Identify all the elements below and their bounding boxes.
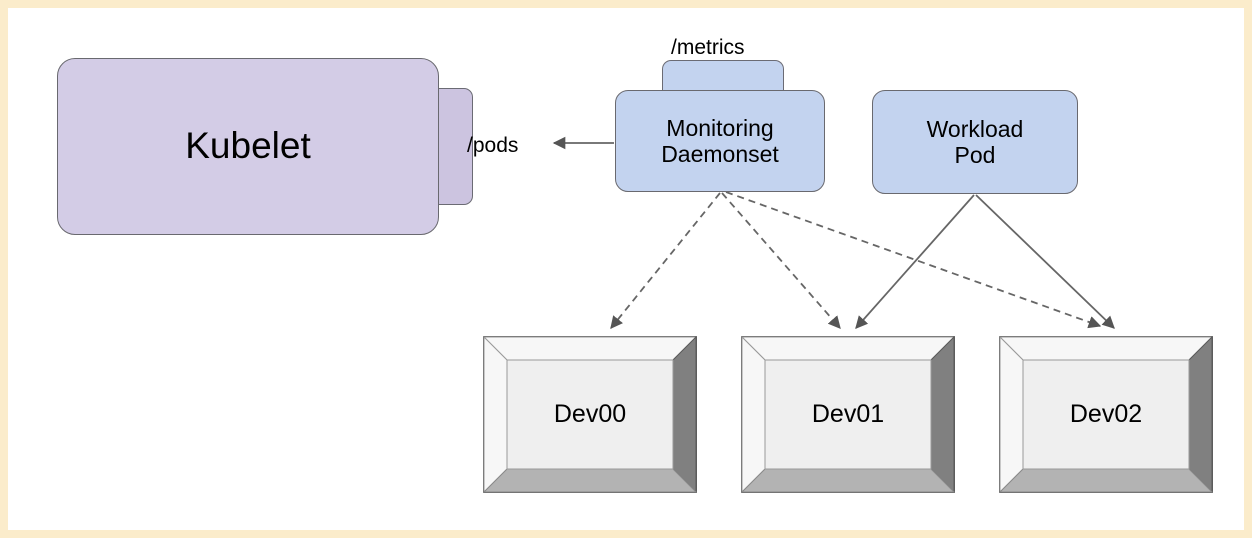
edge-workload-to-dev02 bbox=[975, 194, 1115, 329]
kubelet-label: Kubelet bbox=[185, 125, 311, 167]
edge-daemonset-to-dev01 bbox=[721, 192, 841, 329]
dev01-label: Dev01 bbox=[811, 400, 885, 428]
dev02-label: Dev02 bbox=[1069, 400, 1143, 428]
monitoring-daemonset-label-line1: Monitoring bbox=[666, 114, 774, 141]
dev01-bevel-frame bbox=[741, 336, 955, 493]
monitoring-daemonset-label-line2: Daemonset bbox=[661, 141, 779, 167]
pods-port-label: /pods bbox=[467, 134, 519, 157]
monitoring-daemonset-node[interactable]: Monitoring Daemonset bbox=[615, 90, 825, 192]
dev02-bevel-frame bbox=[999, 336, 1213, 493]
metrics-port-label: /metrics bbox=[671, 36, 745, 59]
workload-pod-label-line1: Workload bbox=[926, 115, 1024, 142]
edge-daemonset-to-dev00 bbox=[610, 192, 721, 329]
edge-daemonset-to-dev02 bbox=[725, 191, 1102, 329]
device-node-dev02[interactable]: Dev02 bbox=[999, 336, 1213, 493]
device-node-dev01[interactable]: Dev01 bbox=[741, 336, 955, 493]
device-node-dev00[interactable]: Dev00 bbox=[483, 336, 697, 493]
kubelet-node[interactable]: Kubelet bbox=[57, 58, 439, 235]
dev00-label: Dev00 bbox=[553, 400, 627, 428]
dev00-bevel-frame bbox=[483, 336, 697, 493]
workload-pod-label-line2: Pod bbox=[954, 142, 996, 168]
diagram-canvas: Kubelet /pods /metrics Monitoring Daemon… bbox=[8, 8, 1244, 530]
edge-workload-to-dev01 bbox=[855, 194, 975, 329]
workload-pod-node[interactable]: Workload Pod bbox=[872, 90, 1078, 194]
